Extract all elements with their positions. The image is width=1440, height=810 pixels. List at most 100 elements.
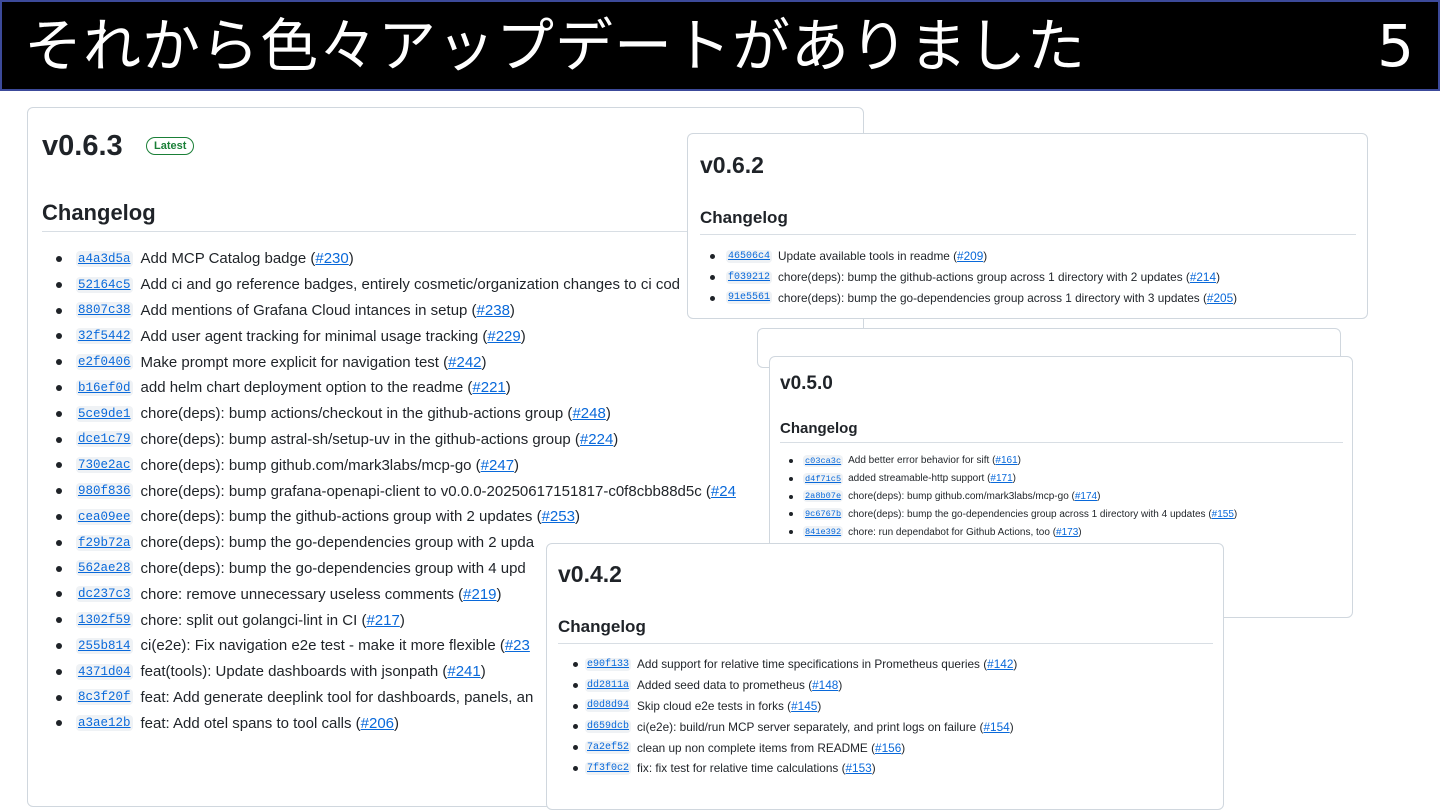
commit-message: ci(e2e): build/run MCP server separately… bbox=[637, 719, 984, 734]
pull-request-link[interactable]: #242 bbox=[448, 353, 482, 371]
closing-paren: ) bbox=[496, 585, 502, 603]
commit-sha-link[interactable]: c03ca3c bbox=[803, 454, 844, 467]
commit-sha-link[interactable]: 7a2ef52 bbox=[585, 741, 632, 755]
pull-request-link[interactable]: #205 bbox=[1206, 290, 1234, 305]
bullet-icon bbox=[789, 459, 793, 463]
pull-request-link[interactable]: #221 bbox=[472, 379, 506, 397]
commit-sha-link[interactable]: dce1c79 bbox=[76, 431, 133, 448]
release-version[interactable]: v0.4.2 bbox=[558, 561, 622, 587]
commit-sha-link[interactable]: 980f836 bbox=[76, 483, 133, 500]
pull-request-link[interactable]: #161 bbox=[995, 455, 1018, 467]
pull-request-link[interactable]: #174 bbox=[1074, 490, 1098, 502]
pull-request-link[interactable]: #247 bbox=[480, 456, 515, 474]
commit-sha-link[interactable]: 8c3f20f bbox=[76, 689, 133, 706]
pull-request-link[interactable]: #253 bbox=[541, 508, 575, 526]
pull-request-link[interactable]: #241 bbox=[447, 663, 481, 681]
changelog-item: 841e392 chore: run dependabot for Github … bbox=[789, 523, 1237, 541]
commit-sha-link[interactable]: 46506c4 bbox=[726, 249, 773, 263]
pull-request-link[interactable]: #217 bbox=[366, 611, 400, 629]
commit-sha-link[interactable]: d4f71c5 bbox=[803, 472, 844, 485]
pull-request-link[interactable]: #248 bbox=[572, 405, 606, 423]
bullet-icon bbox=[573, 703, 578, 709]
pull-request-link[interactable]: #214 bbox=[1189, 270, 1217, 285]
pull-request-link[interactable]: #23 bbox=[504, 637, 530, 655]
heading-divider bbox=[780, 442, 1343, 443]
commit-sha-link[interactable]: 1302f59 bbox=[76, 612, 133, 629]
release-version[interactable]: v0.6.2 bbox=[700, 152, 764, 178]
pull-request-link[interactable]: #171 bbox=[990, 473, 1013, 485]
changelog-item: cea09ee chore(deps): bump the github-acti… bbox=[56, 504, 736, 530]
pull-request-link[interactable]: #209 bbox=[957, 249, 984, 264]
commit-sha-link[interactable]: f039212 bbox=[726, 270, 773, 284]
closing-paren: ) bbox=[817, 698, 822, 713]
commit-sha-link[interactable]: f29b72a bbox=[76, 534, 133, 551]
closing-paren: ) bbox=[394, 714, 400, 732]
commit-sha-link[interactable]: dc237c3 bbox=[76, 586, 133, 603]
commit-sha-link[interactable]: 5ce9de1 bbox=[76, 405, 133, 422]
pull-request-link[interactable]: #142 bbox=[987, 657, 1014, 672]
closing-paren: ) bbox=[348, 250, 354, 268]
release-version[interactable]: v0.5.0 bbox=[780, 373, 833, 394]
commit-sha-link[interactable]: 730e2ac bbox=[76, 457, 133, 474]
commit-sha-link[interactable]: 841e392 bbox=[803, 526, 844, 539]
closing-paren: ) bbox=[399, 611, 405, 629]
pull-request-link[interactable]: #238 bbox=[476, 301, 510, 319]
commit-sha-link[interactable]: 4371d04 bbox=[76, 663, 133, 680]
commit-sha-link[interactable]: cea09ee bbox=[76, 508, 133, 525]
commit-message: chore(deps): bump the go-dependencies gr… bbox=[848, 508, 1212, 520]
pull-request-link[interactable]: #229 bbox=[487, 327, 521, 345]
commit-message: chore(deps): bump the github-actions gro… bbox=[140, 508, 542, 526]
pull-request-link[interactable]: #155 bbox=[1211, 508, 1234, 520]
pull-request-link[interactable]: #173 bbox=[1056, 526, 1079, 538]
pull-request-link[interactable]: #154 bbox=[983, 719, 1010, 734]
pull-request-link[interactable]: #219 bbox=[463, 585, 497, 603]
pull-request-link[interactable]: #145 bbox=[791, 698, 818, 713]
commit-sha-link[interactable]: 562ae28 bbox=[76, 560, 133, 577]
commit-sha-link[interactable]: e2f0406 bbox=[76, 354, 133, 371]
changelog-list: e90f133 Add support for relative time spe… bbox=[573, 654, 1017, 779]
pull-request-link[interactable]: #148 bbox=[812, 678, 839, 693]
commit-message: chore(deps): bump actions/checkout in th… bbox=[140, 405, 573, 423]
commit-sha-link[interactable]: a4a3d5a bbox=[76, 250, 133, 267]
commit-sha-link[interactable]: e90f133 bbox=[585, 657, 632, 671]
commit-sha-link[interactable]: d0d8d94 bbox=[585, 699, 632, 713]
commit-sha-link[interactable]: a3ae12b bbox=[76, 715, 133, 732]
bullet-icon bbox=[56, 720, 62, 727]
commit-sha-link[interactable]: 52164c5 bbox=[76, 276, 133, 293]
heading-divider bbox=[558, 643, 1213, 644]
pull-request-link[interactable]: #230 bbox=[315, 250, 349, 268]
bullet-icon bbox=[56, 333, 62, 340]
commit-sha-link[interactable]: d659dcb bbox=[585, 720, 632, 734]
closing-paren: ) bbox=[481, 353, 487, 371]
bullet-icon bbox=[789, 512, 793, 517]
commit-sha-link[interactable]: 7f3f0c2 bbox=[585, 761, 632, 775]
pull-request-link[interactable]: #24 bbox=[710, 482, 736, 500]
pull-request-link[interactable]: #156 bbox=[875, 740, 902, 755]
closing-paren: ) bbox=[871, 761, 876, 776]
commit-message: Add support for relative time specificat… bbox=[637, 657, 988, 672]
pull-request-link[interactable]: #224 bbox=[579, 430, 614, 448]
closing-paren: ) bbox=[1233, 290, 1238, 305]
pull-request-link[interactable]: #206 bbox=[360, 714, 395, 732]
commit-sha-link[interactable]: 255b814 bbox=[76, 637, 133, 654]
commit-sha-link[interactable]: 91e5561 bbox=[726, 291, 773, 305]
commit-sha-link[interactable]: b16ef0d bbox=[76, 379, 133, 396]
commit-sha-link[interactable]: 32f5442 bbox=[76, 328, 133, 345]
pull-request-link[interactable]: #153 bbox=[845, 761, 872, 776]
commit-message: feat(tools): Update dashboards with json… bbox=[140, 663, 448, 681]
commit-sha-link[interactable]: 8807c38 bbox=[76, 302, 133, 319]
release-version[interactable]: v0.6.3 bbox=[42, 130, 123, 162]
commit-message: chore: run dependabot for Github Actions… bbox=[848, 526, 1057, 538]
commit-sha-link[interactable]: 2a8b07e bbox=[803, 490, 844, 503]
commit-sha-link[interactable]: 9c6767b bbox=[803, 508, 844, 521]
commit-message: Skip cloud e2e tests in forks ( bbox=[637, 698, 792, 713]
commit-sha-link[interactable]: dd2811a bbox=[585, 678, 632, 692]
bullet-icon bbox=[56, 488, 62, 495]
